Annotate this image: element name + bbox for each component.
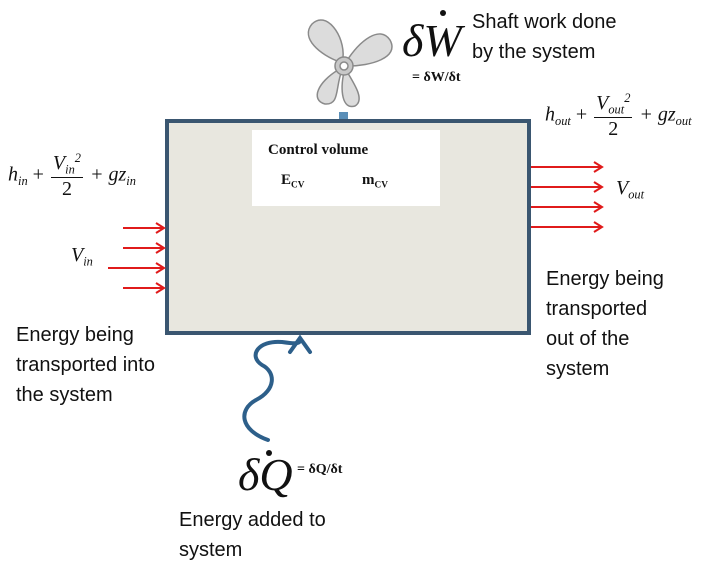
shaft xyxy=(339,112,348,122)
outlet-arrowhead xyxy=(593,201,604,213)
inlet-velocity-sub: in xyxy=(83,254,93,269)
outlet-arrowhead xyxy=(593,181,604,193)
inlet-arrows xyxy=(108,222,166,294)
inlet-plus: + xyxy=(32,163,44,186)
outlet-z-sub: out xyxy=(675,113,692,128)
outlet-frac-v-sup: 2 xyxy=(624,91,631,106)
control-volume-panel xyxy=(252,130,440,206)
outlet-frac-den: 2 xyxy=(608,117,619,140)
outlet-potential: + gz xyxy=(639,103,676,126)
outlet-arrows xyxy=(531,161,604,233)
outlet-frac-v-sub: out xyxy=(608,102,625,117)
outlet-velocity: Vout xyxy=(616,177,644,202)
mass-cv-main: m xyxy=(362,172,375,188)
heat-dot xyxy=(266,450,272,456)
heat-label: Energy added to system xyxy=(179,509,326,561)
inlet-energy-label: Energy being transported into the system xyxy=(16,324,155,406)
inlet-arrowhead xyxy=(155,282,166,294)
heat-arrow xyxy=(242,334,312,442)
outlet-plus: + xyxy=(575,103,588,126)
outlet-energy-label: Energy being transported out of the syst… xyxy=(546,268,664,380)
heat-symbol: δQ xyxy=(238,449,293,500)
outlet-energy-expression: hout + Vout2 2 + gzout xyxy=(545,91,692,140)
shaft-work-dot xyxy=(440,10,446,16)
heat-arrowhead xyxy=(288,334,312,354)
outlet-frac-v: V xyxy=(596,92,609,114)
outlet-h: h xyxy=(545,103,555,126)
mass-cv-label: mCV xyxy=(362,172,388,190)
heat-wave xyxy=(242,338,302,442)
energy-cv-sub: CV xyxy=(291,180,305,191)
outlet-arrowhead xyxy=(593,221,604,233)
inlet-potential: + gz xyxy=(89,163,127,186)
inlet-frac-num: Vin2 xyxy=(50,151,83,178)
inlet-frac-v: V xyxy=(52,152,66,174)
outlet-velocity-v: V xyxy=(616,177,629,199)
shaft-work-symbol: δW xyxy=(402,15,462,66)
inlet-arrowhead xyxy=(155,242,166,254)
inlet-kinetic-fraction: Vin2 2 xyxy=(50,151,83,200)
inlet-frac-den: 2 xyxy=(61,177,72,200)
heat-rate: = δQ/δt xyxy=(297,462,343,477)
outlet-frac-num: Vout2 xyxy=(594,91,633,118)
outlet-kinetic-fraction: Vout2 2 xyxy=(594,91,633,140)
outlet-arrowhead xyxy=(593,161,604,173)
mass-cv-sub: CV xyxy=(374,180,388,191)
shaft-work-label: Shaft work done by the system xyxy=(472,11,617,63)
inlet-frac-v-sup: 2 xyxy=(74,151,81,166)
energy-cv-label: ECV xyxy=(281,172,304,190)
inlet-velocity-v: V xyxy=(71,244,84,266)
inlet-frac-v-sub: in xyxy=(65,162,75,177)
inlet-arrowhead xyxy=(155,262,166,274)
inlet-z-sub: in xyxy=(126,173,136,188)
inlet-velocity: Vin xyxy=(71,244,93,269)
energy-cv-main: E xyxy=(281,172,292,188)
inlet-energy-expression: hin + Vin2 2 + gzin xyxy=(8,151,136,200)
inlet-arrowhead xyxy=(155,222,166,234)
shaft-work-rate: = δW/δt xyxy=(412,70,461,85)
control-volume-title: Control volume xyxy=(268,142,369,158)
inlet-h: h xyxy=(8,163,18,186)
fan-icon xyxy=(307,19,393,108)
outlet-velocity-sub: out xyxy=(628,187,645,202)
inlet-h-sub: in xyxy=(18,173,28,188)
outlet-h-sub: out xyxy=(555,113,571,128)
